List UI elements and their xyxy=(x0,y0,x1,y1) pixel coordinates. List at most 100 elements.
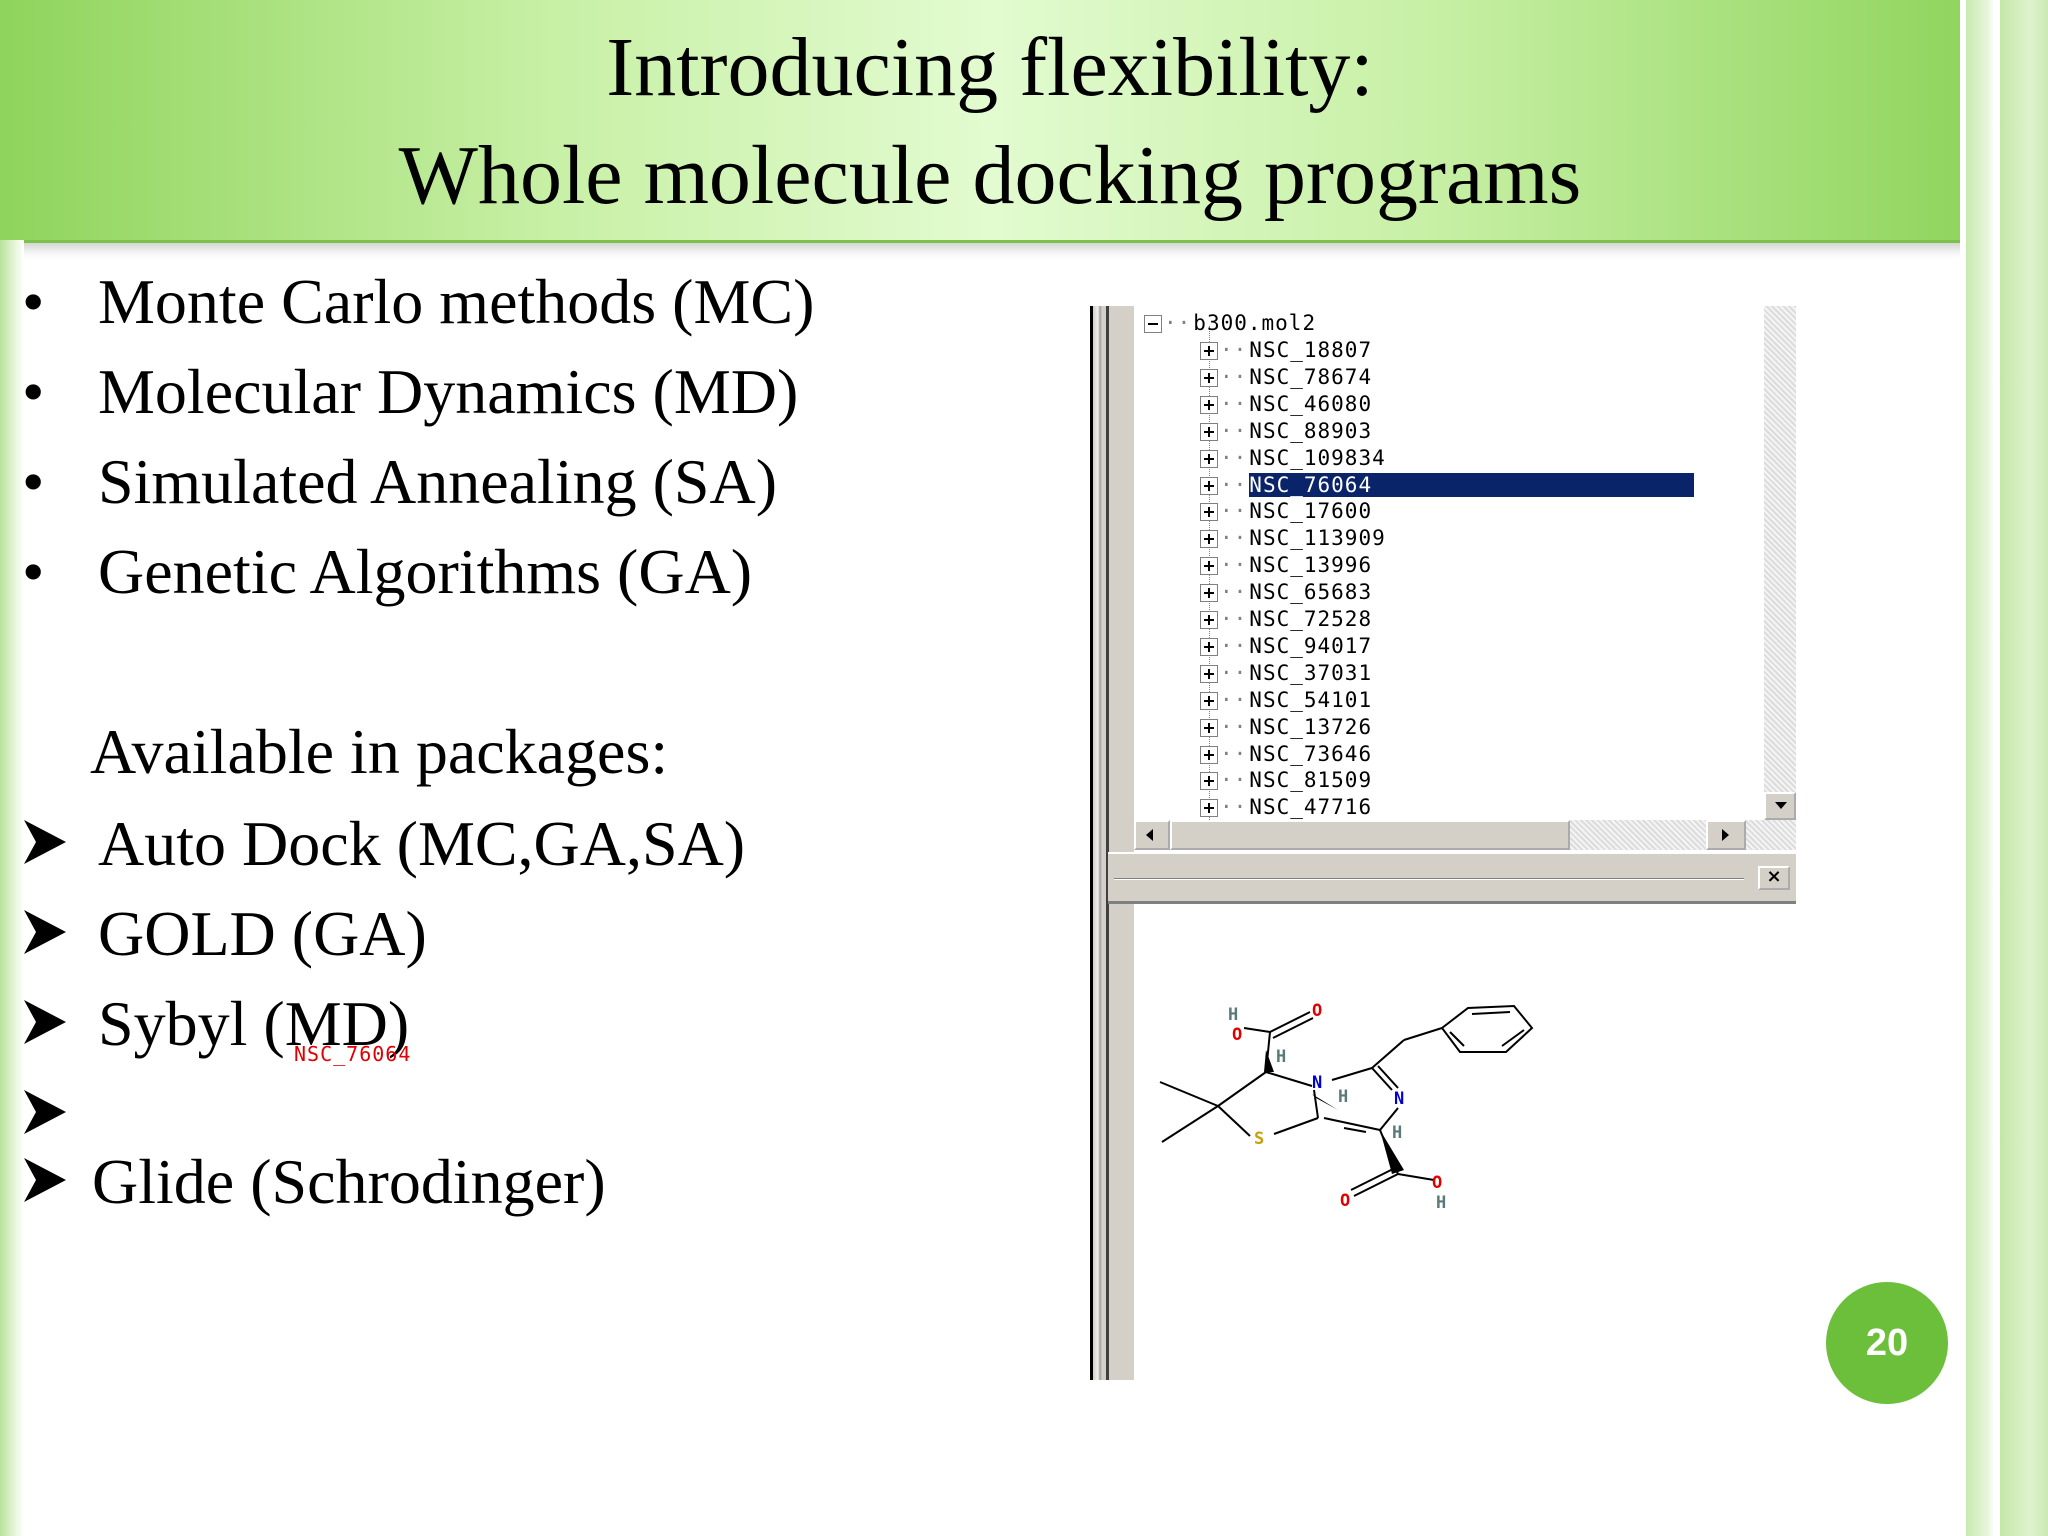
package-text: Sybyl (MD) xyxy=(98,988,410,1059)
tree-item[interactable]: ··NSC_109834 xyxy=(1200,445,1386,472)
plus-box-icon[interactable] xyxy=(1200,718,1218,737)
method-text: Monte Carlo methods (MC) xyxy=(98,266,815,337)
tree-item[interactable]: ··NSC_73646 xyxy=(1200,741,1372,768)
tree-item-label: NSC_65683 xyxy=(1249,580,1373,605)
tree-connector: ·· xyxy=(1220,768,1248,793)
molecule-viewer[interactable]: H O O H N H N S H O O H xyxy=(1134,904,1796,1380)
plus-box-icon[interactable] xyxy=(1200,476,1218,495)
plus-box-icon[interactable] xyxy=(1200,799,1218,818)
package-text: GOLD (GA) xyxy=(98,898,427,969)
close-panel-button[interactable]: × xyxy=(1758,866,1790,890)
tree-connector: ·· xyxy=(1220,580,1248,605)
tree-connector: ·· xyxy=(1220,607,1248,631)
method-text: Molecular Dynamics (MD) xyxy=(98,356,799,427)
tree-connector: ·· xyxy=(1220,418,1248,443)
tree-root-label: b300.mol2 xyxy=(1193,311,1317,335)
molecule-browser-screenshot: ··b300.mol2 ··NSC_18807··NSC_78674··NSC_… xyxy=(1090,306,1796,1380)
plus-box-icon[interactable] xyxy=(1200,422,1218,441)
tree-item[interactable]: ··NSC_113909 xyxy=(1200,525,1386,552)
tree-item[interactable]: ··NSC_72528 xyxy=(1200,606,1372,633)
page-number-badge: 20 xyxy=(1826,1282,1948,1404)
atom-label-n: N xyxy=(1394,1089,1404,1109)
plus-box-icon[interactable] xyxy=(1200,530,1218,549)
plus-box-icon[interactable] xyxy=(1200,368,1218,387)
scroll-down-button[interactable] xyxy=(1764,792,1796,820)
atom-label-o: O xyxy=(1312,1001,1322,1021)
tree-item-label: NSC_72528 xyxy=(1249,607,1373,631)
tree-item[interactable]: ··NSC_18807 xyxy=(1200,337,1372,364)
slide-title-line-2: Whole molecule docking programs xyxy=(398,129,1582,222)
tree-item-label: NSC_94017 xyxy=(1249,633,1373,658)
plus-box-icon[interactable] xyxy=(1200,745,1218,764)
tree-item[interactable]: ··NSC_13726 xyxy=(1200,714,1372,741)
plus-box-icon[interactable] xyxy=(1200,503,1218,522)
package-text: Glide (Schrodinger) xyxy=(92,1146,606,1217)
arrowhead-bullet-icon xyxy=(24,820,66,864)
atom-label-s: S xyxy=(1254,1129,1264,1149)
plus-box-icon[interactable] xyxy=(1200,637,1218,656)
minus-box-icon[interactable] xyxy=(1144,315,1162,333)
package-text: Auto Dock (MC,GA,SA) xyxy=(98,808,746,879)
plus-box-icon[interactable] xyxy=(1200,449,1218,468)
tree-item[interactable]: ··NSC_76064 xyxy=(1200,471,1696,499)
tree-connector: ·· xyxy=(1220,445,1248,470)
tree-item-label: NSC_88903 xyxy=(1249,418,1373,443)
tree-item[interactable]: ··NSC_13996 xyxy=(1200,552,1372,579)
plus-box-icon[interactable] xyxy=(1200,584,1218,603)
tree-connector: ·· xyxy=(1220,499,1248,524)
tree-connector: ·· xyxy=(1220,633,1248,658)
tree-item[interactable]: ··NSC_54101 xyxy=(1200,687,1372,714)
tree-item[interactable]: ··NSC_17600 xyxy=(1200,498,1372,525)
plus-box-icon[interactable] xyxy=(1200,342,1218,360)
plus-box-icon[interactable] xyxy=(1200,395,1218,414)
arrowhead-bullet-icon xyxy=(24,1000,66,1044)
vertical-scrollbar[interactable] xyxy=(1764,306,1796,820)
stereo-wedge xyxy=(1312,1094,1338,1110)
bullet-dot: • xyxy=(22,356,45,427)
tree-item-label: NSC_54101 xyxy=(1249,687,1373,712)
tree-item[interactable]: ··NSC_94017 xyxy=(1200,633,1372,660)
atom-label-h: H xyxy=(1392,1123,1402,1143)
molecule-structure: H O O H N H N S H O O H xyxy=(1159,1001,1534,1213)
plus-box-icon[interactable] xyxy=(1200,691,1218,710)
tree-connector: ·· xyxy=(1220,553,1248,578)
atom-label-h: H xyxy=(1228,1005,1238,1025)
tree-item-label: NSC_46080 xyxy=(1249,391,1373,416)
arrowhead-bullet-icon xyxy=(24,1158,66,1202)
tree-connector: ·· xyxy=(1220,338,1248,362)
atom-label-n: N xyxy=(1312,1073,1322,1093)
window-frame-left xyxy=(1090,306,1134,1380)
scroll-right-button[interactable] xyxy=(1706,820,1746,850)
method-text: Genetic Algorithms (GA) xyxy=(98,536,753,607)
tree-connector: ·· xyxy=(1220,687,1248,712)
tree-connector: ·· xyxy=(1220,364,1248,389)
tree-item-label: NSC_113909 xyxy=(1249,526,1386,551)
tree-root-node[interactable]: ··b300.mol2 xyxy=(1144,310,1316,337)
horizontal-scroll-thumb[interactable] xyxy=(1170,820,1570,850)
tree-item-label: NSC_17600 xyxy=(1249,499,1373,524)
tree-item[interactable]: ··NSC_65683 xyxy=(1200,579,1372,606)
arrowhead-bullet-icon xyxy=(24,1090,66,1134)
arrowhead-bullet-icon xyxy=(24,910,66,954)
plus-box-icon[interactable] xyxy=(1200,557,1218,576)
plus-box-icon[interactable] xyxy=(1200,664,1218,683)
tree-item-label: NSC_18807 xyxy=(1249,338,1373,362)
tree-item[interactable]: ··NSC_46080 xyxy=(1200,391,1372,418)
tree-item-label: NSC_13726 xyxy=(1249,714,1373,739)
molecule-caption: NSC_76064 xyxy=(294,1042,412,1066)
tree-item[interactable]: ··NSC_81509 xyxy=(1200,767,1372,794)
plus-box-icon[interactable] xyxy=(1200,611,1218,629)
scroll-left-button[interactable] xyxy=(1134,820,1170,850)
tree-item-label: NSC_13996 xyxy=(1249,553,1373,578)
tree-item-label: NSC_81509 xyxy=(1249,768,1373,793)
tree-item[interactable]: ··NSC_37031 xyxy=(1200,660,1372,687)
tree-item[interactable]: ··NSC_78674 xyxy=(1200,364,1372,391)
tree-item-label: NSC_47716 xyxy=(1249,795,1373,820)
molecule-tree-view[interactable]: ··b300.mol2 ··NSC_18807··NSC_78674··NSC_… xyxy=(1134,306,1764,820)
tree-item[interactable]: ··NSC_47716 xyxy=(1200,794,1372,820)
plus-box-icon[interactable] xyxy=(1200,772,1218,791)
tree-item-label: NSC_73646 xyxy=(1249,741,1373,766)
tree-item-label: NSC_76064 xyxy=(1248,471,1696,498)
tree-item[interactable]: ··NSC_88903 xyxy=(1200,418,1372,445)
bullet-dot: • xyxy=(22,536,45,607)
